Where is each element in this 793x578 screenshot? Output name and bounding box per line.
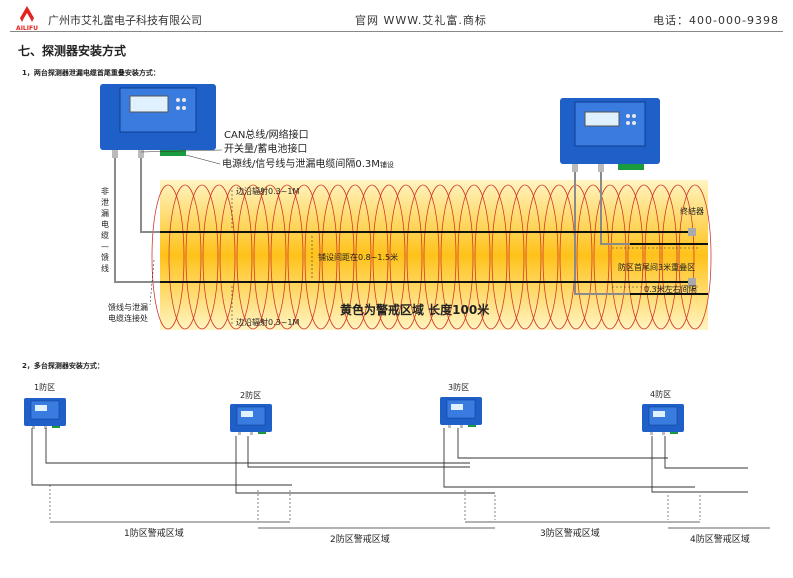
subsection-1-title: 1，两台探测器泄漏电缆首尾重叠安装方式： <box>22 69 160 77</box>
radiation-ellipse <box>202 184 236 330</box>
radiation-ellipse <box>236 184 270 330</box>
label-connection-1: 馈线与泄漏 <box>108 303 148 312</box>
zone1-cable-b <box>31 428 292 486</box>
radiation-ellipse <box>151 184 185 330</box>
zone-detector-1 <box>24 398 66 429</box>
zone2-cable-b <box>235 436 495 494</box>
zone4-cable-a <box>664 436 748 469</box>
phone-text: 电话：400-000-9398 <box>653 14 779 27</box>
radiation-ellipse <box>355 184 389 330</box>
ailifu-logo: AILIFU <box>16 6 38 32</box>
label-can-port: CAN总线/网络接口 <box>224 130 309 141</box>
radiation-ellipse <box>491 184 525 330</box>
radiation-ellipse <box>661 184 695 330</box>
zone-label-4: 4防区 <box>650 390 672 399</box>
zone-detector-3 <box>440 397 482 428</box>
label-nonleak-feeder: 非泄漏电缆—馈线 <box>101 187 109 273</box>
feeder-cable-1a <box>114 158 160 283</box>
zone-detector-2 <box>230 404 272 435</box>
zone3-cable-b <box>443 428 695 488</box>
label-zone: 黄色为警戒区域 长度100米 <box>340 303 490 317</box>
feeder-cable-2a <box>574 172 630 295</box>
zone-label-3: 3防区 <box>448 383 470 392</box>
radiation-ellipse <box>219 184 253 330</box>
radiation-ellipse <box>270 184 304 330</box>
label-overlap: 防区首尾间3米重叠区 <box>618 263 696 272</box>
zone-label-1: 1防区 <box>34 383 56 392</box>
radiation-ellipse <box>474 184 508 330</box>
website-text: 官网 WWW.艾礼富.商标 <box>355 14 487 27</box>
feeder-cable-2b <box>600 172 630 245</box>
zone-detector-4 <box>642 404 684 435</box>
company-name: 广州市艾礼富电子科技有限公司 <box>48 14 202 27</box>
radiation-ellipse <box>185 184 219 330</box>
zone1-cable-a <box>45 428 470 464</box>
label-switch-port: 开关量/蓄电池接口 <box>224 144 308 155</box>
zone3-cable-a <box>457 428 668 459</box>
subsection-2-title: 2，多台探测器安装方式： <box>22 362 104 370</box>
detector-device-2 <box>560 98 660 172</box>
radiation-ellipse <box>304 184 338 330</box>
page-header: AILIFU 广州市艾礼富电子科技有限公司 官网 WWW.艾礼富.商标 电话：4… <box>0 0 793 38</box>
detector-device-1 <box>100 84 216 158</box>
radiation-ellipse <box>644 184 678 330</box>
radiation-ellipse <box>321 184 355 330</box>
radiation-ellipse <box>508 184 542 330</box>
radiation-ellipse <box>389 184 423 330</box>
area-label-4: 4防区警戒区域 <box>690 535 750 545</box>
radiation-ellipse <box>168 184 202 330</box>
radiation-ellipse <box>423 184 457 330</box>
radiation-ellipse <box>338 184 372 330</box>
label-connection-2: 电缆连接处 <box>108 314 148 323</box>
label-gap: 0.3米左右间隔 <box>644 285 697 294</box>
area-label-3: 3防区警戒区域 <box>540 529 600 539</box>
radiation-ellipse <box>525 184 559 330</box>
feeder-cable-1b <box>140 158 160 233</box>
radiation-ellipse <box>576 184 610 330</box>
area-label-2: 2防区警戒区域 <box>330 535 390 545</box>
radiation-ellipse <box>593 184 627 330</box>
radiation-ellipse <box>440 184 474 330</box>
area-label-1: 1防区警戒区域 <box>124 529 184 539</box>
label-terminator: 终结器 <box>680 207 704 216</box>
svg-text:AILIFU: AILIFU <box>16 25 38 32</box>
radiation-ellipse <box>372 184 406 330</box>
section-title: 七、探测器安装方式 <box>18 44 127 58</box>
label-edge-bottom: 边沿辐射0.3~1M <box>236 318 300 327</box>
zone2-cable-a <box>247 436 470 468</box>
radiation-ellipse <box>457 184 491 330</box>
header-divider <box>10 31 783 32</box>
radiation-ellipse <box>253 184 287 330</box>
terminator-2 <box>688 278 696 286</box>
terminator <box>688 228 696 236</box>
zone4-cable-b <box>651 436 748 493</box>
radiation-ellipse <box>627 184 661 330</box>
label-spacing: 铺设间距在0.8~1.5米 <box>318 253 399 262</box>
radiation-ellipse <box>678 184 712 330</box>
zone-label-2: 2防区 <box>240 391 262 400</box>
label-power-line: 电源线/信号线与泄漏电缆间隔0.3M铺设 <box>222 159 394 170</box>
label-edge-top: 边沿辐射0.3~1M <box>236 187 300 196</box>
radiation-ellipse <box>406 184 440 330</box>
radiation-ellipse <box>287 184 321 330</box>
radiation-ellipse <box>610 184 644 330</box>
